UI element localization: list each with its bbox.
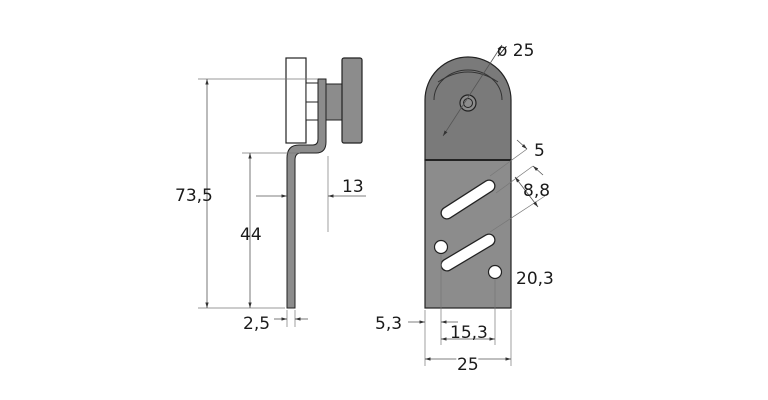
- left-wheel: [285, 57, 307, 144]
- dim-hole-spacing-horizontal: 15,3: [450, 323, 488, 343]
- hole-2: [487, 264, 503, 280]
- dim-thickness: 2,5: [243, 314, 270, 334]
- dim-wheel-diameter: ø 25: [497, 41, 534, 61]
- right-wheel: [341, 57, 363, 144]
- dim-hole-edge-offset: 5,3: [375, 314, 402, 334]
- dim-plate-width: 25: [457, 355, 479, 375]
- dim-slot-spacing: 8,8: [523, 181, 550, 201]
- side-view: 73,5 44 13 2,5: [175, 57, 366, 334]
- dim-slot-width: 5: [534, 141, 545, 161]
- hole-1: [433, 239, 449, 255]
- dim-offset: 13: [342, 177, 364, 197]
- hub: [325, 83, 343, 121]
- bent-plate: [286, 78, 327, 309]
- dimension-lines-side: [198, 78, 366, 327]
- mounting-plate: [424, 159, 512, 309]
- dimension-lines-front: [408, 44, 546, 366]
- dim-hole-spacing-vertical: 20,3: [516, 269, 554, 289]
- front-view: ø 25 5 8,8 20,3 5,3 15,3 25: [375, 41, 554, 377]
- dim-plate-height: 44: [240, 225, 262, 245]
- dim-total-height: 73,5: [175, 186, 213, 206]
